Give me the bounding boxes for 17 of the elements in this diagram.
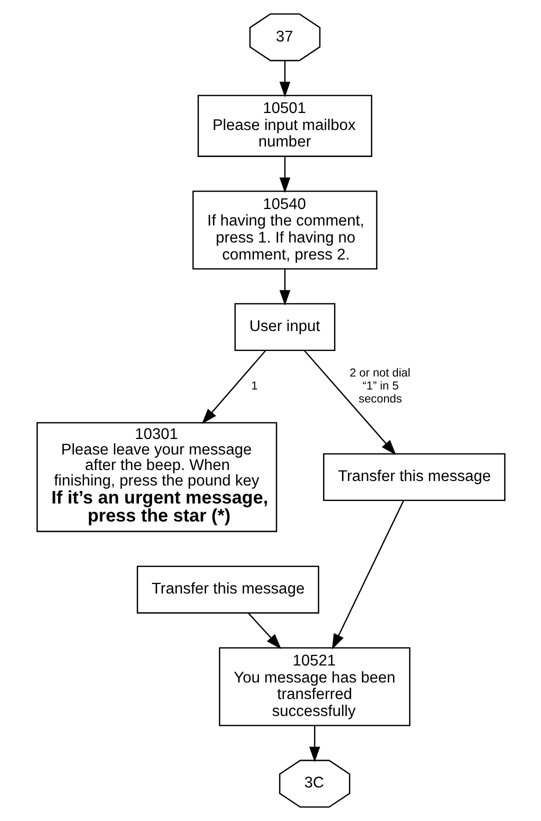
node-box: User input	[234, 303, 335, 351]
node-box: Transfer this message	[322, 453, 505, 502]
node-box: 10521 You message has been transferred successfully	[218, 647, 410, 726]
arrow	[278, 269, 290, 306]
arrow	[331, 500, 404, 650]
arrow	[248, 612, 281, 650]
node-box: 10540 If having the comment, press 1. If having no comment, press 2.	[192, 190, 377, 270]
node-box: Transfer this message	[136, 566, 319, 614]
arrow	[201, 350, 266, 424]
edge-label: 2 or not dial “1” in 5 seconds	[349, 366, 410, 406]
node-box: 10501 Please input mailbox number	[197, 94, 372, 157]
arrow	[308, 726, 320, 762]
arrow	[278, 156, 290, 194]
edge-label: 1	[250, 379, 258, 392]
arrow	[278, 60, 290, 98]
arrow	[304, 350, 396, 456]
node-box: 10301 Please leave your message after the beep. When finishing, press the pound key If it’s an urgent message, press the star (*)	[36, 422, 277, 532]
